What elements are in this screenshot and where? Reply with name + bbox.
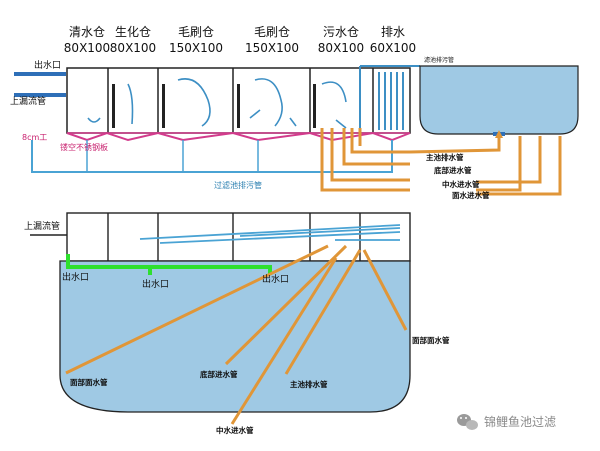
surface-inlet-label: 面水进水管 — [452, 190, 490, 200]
middle-inlet-label: 中水进水管 — [442, 179, 480, 189]
bottom-inlet-label: 底部进水管 — [434, 165, 472, 175]
middle-inlet-label-plan: 中水进水管 — [216, 425, 254, 435]
surface-pipe-left-label: 面部面水管 — [70, 377, 108, 387]
outlet-label-plan: 出水口 — [262, 273, 289, 285]
overflow-label: 上漏流管 — [10, 95, 46, 107]
baffle — [313, 84, 316, 128]
height-mark: 8cm工 — [22, 133, 47, 142]
baffle — [162, 84, 165, 128]
outlet-line — [66, 254, 272, 275]
outlet-label-plan: 出水口 — [142, 278, 169, 290]
compartment-size: 150X100 — [169, 41, 223, 55]
baffle — [237, 84, 240, 128]
filter-box-plan — [66, 212, 411, 262]
top-section — [14, 65, 579, 196]
outlet-label: 出水口 — [34, 59, 61, 71]
compartment-name: 污水仓 — [323, 25, 359, 39]
main-drain-label-plan: 主池排水管 — [290, 379, 328, 389]
tank-drain-label: 滤池排污管 — [424, 56, 454, 64]
watermark-text: 锦鲤鱼池过滤 — [484, 415, 556, 429]
main-drain-label: 主池排水管 — [426, 152, 464, 162]
compartment-size: 150X100 — [245, 41, 299, 55]
drain-verticals — [359, 65, 420, 130]
pipe-arrowheads — [495, 130, 503, 138]
compartment-name: 生化仓 — [115, 25, 151, 39]
outlet-label-plan: 出水口 — [62, 271, 89, 283]
compartment-size: 80X100 — [64, 41, 110, 55]
compartment-size: 60X100 — [370, 41, 416, 55]
pond — [59, 260, 411, 413]
surface-pipe-right-label: 面部面水管 — [412, 335, 450, 345]
compartment-name: 毛刷仓 — [254, 25, 290, 39]
watermark: 锦鲤鱼池过滤 — [457, 414, 556, 430]
compartment-name: 毛刷仓 — [178, 25, 214, 39]
outlet-pipe-plan — [66, 265, 270, 269]
sump-tank — [419, 65, 579, 135]
flow-arrows — [87, 78, 347, 129]
bottom-section — [30, 212, 411, 425]
compartment-name: 排水 — [381, 25, 405, 39]
compartment-labels: 清水仓 80X100 生化仓 80X100 毛刷仓 150X100 毛刷仓 15… — [64, 25, 416, 55]
compartment-size: 80X100 — [318, 41, 364, 55]
filter-drain-pipe — [31, 140, 393, 173]
compartment-name: 清水仓 — [69, 25, 105, 39]
overflow-label-plan: 上漏流管 — [24, 220, 60, 232]
orange-pipes-top — [320, 128, 562, 196]
outlet-pipe-top — [14, 72, 66, 76]
overflow-pipe-top — [14, 93, 66, 97]
plan-pipes — [139, 224, 401, 244]
orange-pipes-bottom — [65, 244, 408, 425]
wechat-icon — [457, 414, 478, 430]
bottom-inlet-label-plan: 底部进水管 — [200, 369, 238, 379]
pipe-labels-top: 出水口 上漏流管 8cm工 镂空不锈钢板 过滤池排污管 滤池排污管 主池排水管 … — [10, 56, 490, 200]
plate-label: 镂空不锈钢板 — [60, 142, 108, 152]
pipe-labels-bottom: 上漏流管 出水口 出水口 出水口 面部面水管 面部面水管 底部进水管 主池排水管… — [24, 220, 450, 435]
compartment-size: 80X100 — [110, 41, 156, 55]
filter-drain-label: 过滤池排污管 — [214, 180, 262, 190]
baffle — [112, 84, 115, 128]
